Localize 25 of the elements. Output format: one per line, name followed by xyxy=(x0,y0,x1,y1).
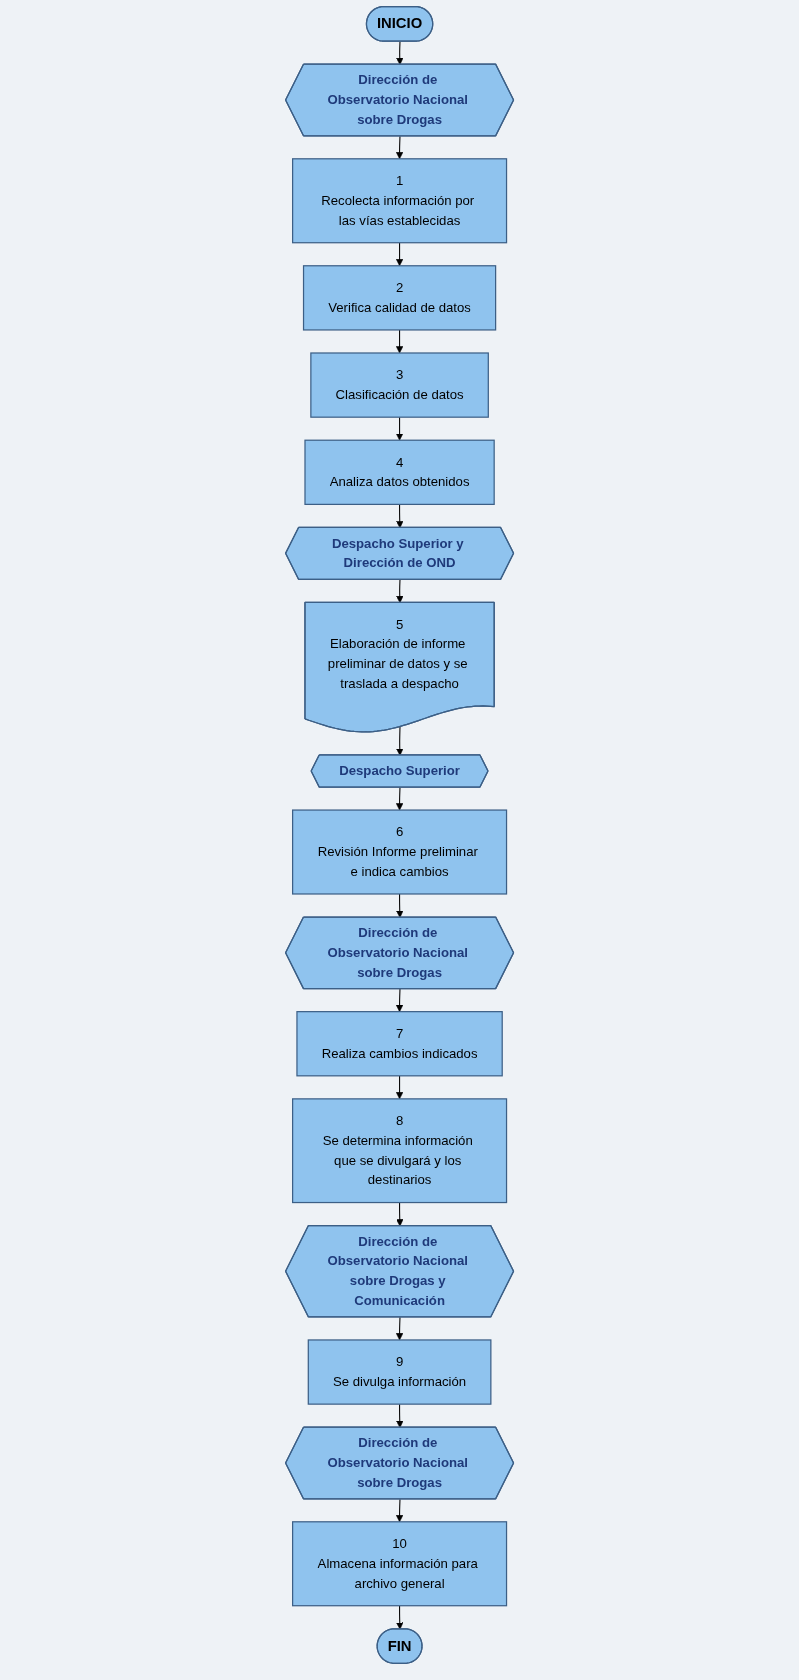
arrow xyxy=(395,786,404,811)
node-box: 2 Verifica calidad de datos xyxy=(302,265,497,331)
arrow xyxy=(395,1498,404,1523)
node-box: 10 Almacena información para archivo general xyxy=(291,1521,508,1607)
arrow xyxy=(396,503,404,529)
arrow xyxy=(395,135,404,160)
arrow xyxy=(396,726,404,756)
node-box: 8 Se determina información que se divulgará y los destinarios xyxy=(291,1098,508,1204)
arrow xyxy=(395,329,404,354)
arrow xyxy=(395,1075,404,1100)
node-box: 6 Revisión Informe preliminar e indica cambios xyxy=(291,809,508,895)
node-box: 3 Clasificación de datos xyxy=(310,352,489,418)
arrow xyxy=(395,416,404,441)
node-box: 4 Analiza datos obtenidos xyxy=(304,439,495,505)
node-box: 9 Se divulga información xyxy=(307,1339,492,1405)
arrow xyxy=(396,893,404,918)
arrow xyxy=(396,1202,404,1227)
arrow xyxy=(396,41,404,65)
arrow xyxy=(395,988,404,1012)
node-box: 7 Realiza cambios indicados xyxy=(296,1011,503,1077)
node-box: 1 Recolecta información por las vías establecidas xyxy=(291,158,508,244)
arrow xyxy=(395,242,404,267)
arrow xyxy=(396,1403,404,1428)
arrow xyxy=(395,1316,404,1341)
arrow xyxy=(396,1605,404,1630)
